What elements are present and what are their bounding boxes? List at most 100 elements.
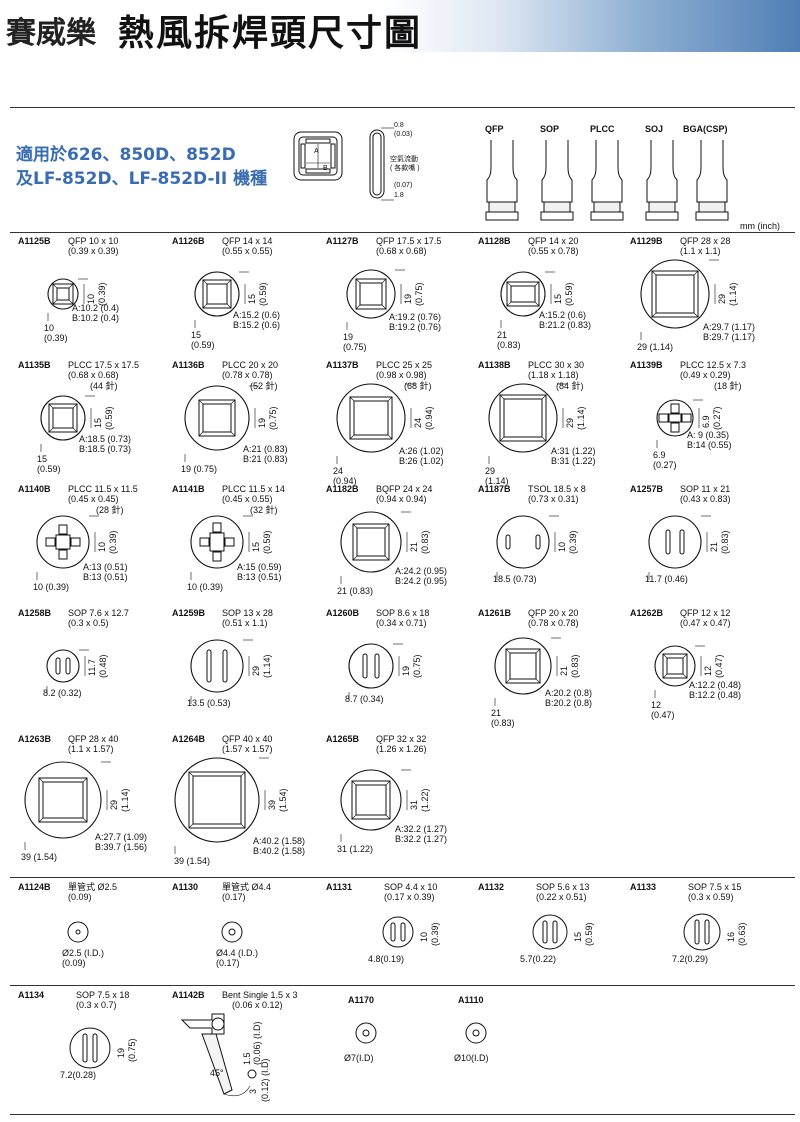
dimension-legend: A B 0.8 (0.03) 空氣流動 ( 各款嘴 ) (0.07) 1.8 (290, 118, 470, 214)
dim-b: B:32.2 (1.27) (395, 834, 448, 844)
nozzle-spec: QFP 32 x 32 (376, 734, 427, 744)
nozzle-spec: SOP 13 x 28 (222, 608, 273, 618)
nozzle-spec: SOP 7.5 x 15 (688, 882, 742, 892)
nozzle-spec-inch: (0.49 x 0.29) (680, 370, 731, 380)
nozzle-spec: PLCC 17.5 x 17.5 (68, 360, 140, 370)
nozzle-spec-inch: (0.17 x 0.39) (384, 892, 435, 902)
nozzle-spec-inch: (1.1 x 1.1) (680, 246, 721, 256)
dim-height: 12 (703, 665, 713, 676)
nozzle-drawing (184, 385, 259, 462)
pin-count: (28 針) (96, 505, 124, 515)
dim-a: A:13 (0.51) (83, 562, 128, 572)
dim-height: 15 (553, 293, 563, 304)
dim-height-inch: (1.14) (728, 282, 738, 306)
nozzle-code: A1257B (630, 484, 664, 494)
nozzle-id-label: Ø7(I.D) (344, 1053, 374, 1063)
nozzle-spec-inch: (0.3 x 0.7) (76, 1000, 117, 1010)
legend-diagram (293, 127, 394, 201)
nozzle-code: A1264B (172, 734, 206, 744)
nozzle-drawing (221, 921, 243, 943)
dim-height: 15 (251, 541, 261, 552)
nozzle-spec: PLCC 11.5 x 14 (222, 484, 285, 494)
dim-width-inch: (1.14) (485, 476, 509, 486)
dim-height-inch: (0.75) (127, 1038, 137, 1062)
nozzle-spec: 單管式 Ø2.5 (68, 882, 118, 892)
nozzle-spec-inch: (0.3 x 0.5) (68, 618, 109, 628)
dim-width-inch: (0.75) (343, 342, 367, 352)
nozzle-drawing (488, 383, 567, 464)
nozzle-code: A1127B (326, 236, 359, 246)
dim-width-inch: (0.47) (651, 710, 675, 720)
dim-b: B:24.2 (0.95) (395, 576, 448, 586)
nozzle-spec-inch: (0.43 x 0.83) (680, 494, 731, 504)
nozzle-spec: SOP 5.6 x 13 (536, 882, 590, 892)
nozzle-drawing (24, 761, 111, 850)
nozzle-spec-inch: (0.68 x 0.68) (68, 370, 119, 380)
nozzle-drawing (194, 271, 249, 328)
nozzle-spec-inch: (0.22 x 0.51) (536, 892, 587, 902)
dim-width: 21 (497, 330, 508, 340)
nozzle-spec: SOP 8.6 x 18 (376, 608, 430, 618)
legend-lip: 1.8 (394, 192, 404, 199)
nozzle-spec-inch: (1.1 x 1.57) (68, 744, 114, 754)
dim-height: 10 (419, 931, 429, 942)
nozzle-drawing (648, 515, 711, 580)
dim-height-inch: (0.59) (262, 530, 272, 554)
dim-a: A:18.5 (0.73) (79, 434, 132, 444)
dim-width: 18.5 (0.73) (493, 574, 537, 584)
dim-height: 16 (726, 931, 736, 942)
dim-a: A:20.2 (0.8) (545, 688, 593, 698)
nozzle-code: A1262B (630, 608, 664, 618)
dim-height: 31 (409, 799, 419, 810)
nozzle-drawing (494, 637, 561, 706)
page-header: 賽威樂 熱風拆焊頭尺寸圖 (0, 0, 800, 54)
dim-b: B:31 (1.22) (551, 456, 596, 466)
nozzle-code: A1110 (458, 995, 484, 1005)
dim-height: 10 (557, 541, 567, 552)
nozzle-code: A1136B (172, 360, 205, 370)
dim-height-inch: (0.39) (108, 530, 118, 554)
dim-height: 29 (251, 665, 261, 676)
dim-a: A:29.7 (1.17) (703, 322, 756, 332)
dim-width-inch: (0.94) (333, 476, 357, 486)
dim-a: A:19.2 (0.76) (389, 312, 442, 322)
nozzle-spec: 單管式 Ø4.4 (222, 882, 272, 892)
dim-width: 39 (1.54) (174, 856, 211, 866)
nozzle-spec-inch: (0.17) (222, 892, 246, 902)
dim-height-inch: (0.75) (414, 282, 424, 306)
dim-height: 29 (109, 799, 119, 810)
dim-b: B:21.2 (0.83) (539, 320, 592, 330)
divider (10, 232, 795, 233)
nozzle-drawing (47, 278, 88, 321)
dim-height-inch: (1.54) (278, 788, 288, 812)
compatibility-note: 適用於626、850D、852D 及LF-852D、LF-852D-II 機種 (16, 143, 267, 191)
nozzle-drawing (683, 913, 721, 951)
dim-height-inch: (0.39) (568, 530, 578, 554)
nozzle-drawing (355, 1022, 377, 1044)
dim-b: B:10.2 (0.4) (72, 313, 120, 323)
dim-width: 12 (651, 700, 662, 710)
nozzle-drawing (174, 757, 269, 854)
dim-height-inch: (1.14) (120, 788, 130, 812)
nozzle-spec-inch: (0.47 x 0.47) (680, 618, 731, 628)
dim-width: 15 (191, 330, 202, 340)
dim-a: A:26 (1.02) (399, 446, 444, 456)
nozzle-drawing (640, 259, 719, 340)
dim-a: A:15.2 (0.6) (233, 310, 281, 320)
legend-b: B (323, 165, 328, 172)
nozzle-code: A1130 (172, 882, 199, 892)
nozzle-code: A1132 (478, 882, 505, 892)
dim-width: 19 (0.75) (181, 464, 218, 474)
nozzle-drawing (340, 769, 411, 842)
dim-width: 5.7(0.22) (520, 954, 557, 964)
nozzle-spec: SOP 11 x 21 (680, 484, 731, 494)
